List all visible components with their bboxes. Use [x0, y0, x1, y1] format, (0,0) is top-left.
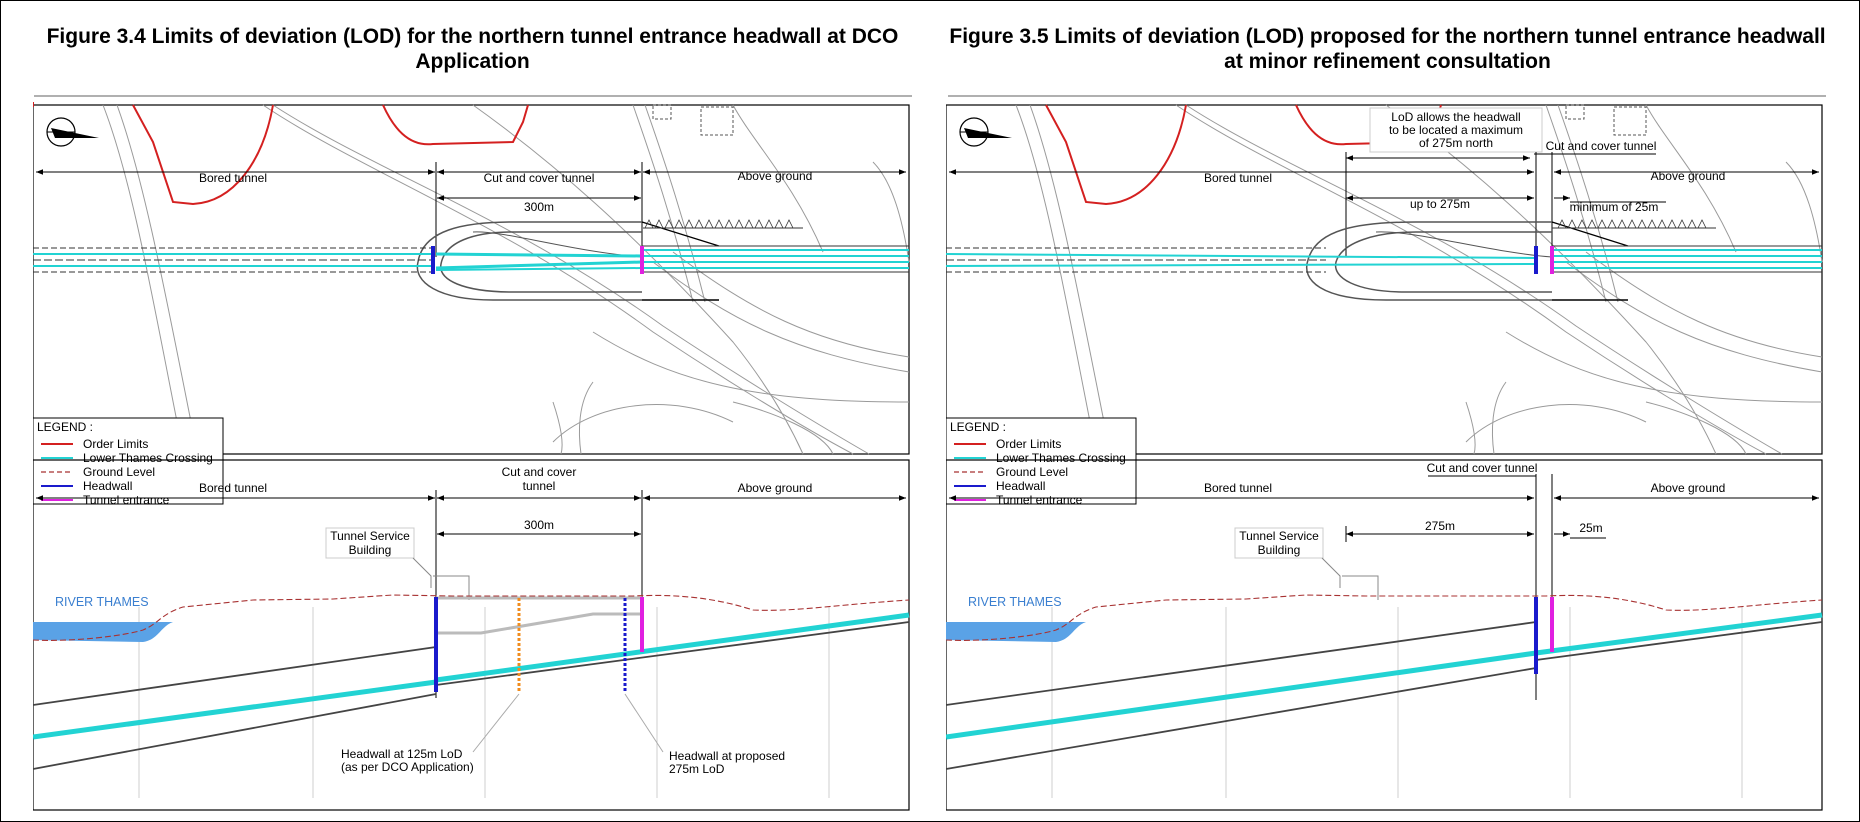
legend-label: Headwall: [83, 479, 132, 493]
legend-item-lower-thames-crossing: Lower Thames Crossing: [41, 451, 213, 465]
legend-label: Lower Thames Crossing: [996, 451, 1126, 465]
plan-dist-up-to-275m: up to 275m: [1410, 197, 1470, 211]
profile-crossing-line: [945, 650, 1537, 740]
plan-label-cut-cover: Cut and cover tunnel: [484, 171, 595, 185]
north-arrow-icon: [959, 117, 1012, 147]
river-thames: [946, 622, 1086, 642]
plan-view: Bored tunnel Cut and cover tunnel Above …: [32, 100, 910, 455]
tsb-label-line2: Building: [349, 543, 392, 557]
plan-dist-300m: 300m: [524, 200, 554, 214]
legend-label: Order Limits: [996, 437, 1061, 451]
river-thames-label: RIVER THAMES: [968, 595, 1062, 609]
legend-heading: LEGEND :: [950, 420, 1006, 434]
lod-note-line1: LoD allows the headwall: [1391, 110, 1520, 124]
plan-label-cut-cover: Cut and cover tunnel: [1546, 139, 1657, 153]
legend-heading: LEGEND :: [37, 420, 93, 434]
profile-label-cut-cover: Cut and cover tunnel: [1427, 461, 1538, 475]
north-arrow-icon: [46, 117, 99, 147]
legend-item-lower-thames-crossing: Lower Thames Crossing: [954, 451, 1126, 465]
road-linework: [102, 104, 910, 455]
legend: LEGEND : Order Limits Lower Thames Cross…: [945, 417, 1137, 507]
portal-loop: [416, 221, 642, 301]
legend-label: Tunnel entrance: [996, 493, 1083, 507]
legend: LEGEND : Order Limits Lower Thames Cross…: [32, 417, 224, 507]
legend-item-order-limits: Order Limits: [954, 437, 1061, 451]
figure-3-5: LoD allows the headwall to be located a …: [945, 102, 1826, 814]
figure-3-4-title: Figure 3.4 Limits of deviation (LOD) for…: [46, 25, 899, 73]
road-linework: [1015, 104, 1823, 455]
plan-tunnel-band: [945, 219, 1822, 274]
legend-item-headwall: Headwall: [41, 479, 132, 493]
plan-label-bored: Bored tunnel: [1204, 171, 1272, 185]
figure-3-4: Bored tunnel Cut and cover tunnel Above …: [32, 100, 913, 814]
tsb-label-line1: Tunnel Service: [330, 529, 410, 543]
plan-dist-min-25m: minimum of 25m: [1570, 200, 1659, 214]
legend-label: Headwall: [996, 479, 1045, 493]
building-outline: [1565, 104, 1647, 136]
legend-label: Order Limits: [83, 437, 148, 451]
profile-label-above: Above ground: [738, 481, 813, 495]
plan-view: LoD allows the headwall to be located a …: [945, 104, 1823, 455]
building-outline: [652, 104, 734, 136]
plan-label-above: Above ground: [1651, 169, 1726, 183]
callout-125m-line1: Headwall at 125m LoD: [341, 747, 463, 761]
profile-view: Bored tunnel Cut and cover tunnel Above …: [945, 459, 1823, 811]
figure-3-5-drawing: LoD allows the headwall to be located a …: [945, 104, 1823, 811]
legend-item-ground-level: Ground Level: [954, 465, 1068, 479]
river-thames-label: RIVER THAMES: [55, 595, 149, 609]
tsb-label-line1: Tunnel Service: [1239, 529, 1319, 543]
ground-level-line: [32, 594, 910, 641]
callout-275m-line2: 275m LoD: [669, 762, 725, 776]
plan-label-above: Above ground: [738, 169, 813, 183]
profile-label-above: Above ground: [1651, 481, 1726, 495]
legend-item-headwall: Headwall: [954, 479, 1045, 493]
profile-crossing-line: [32, 679, 437, 740]
figure-3-4-drawing: Bored tunnel Cut and cover tunnel Above …: [32, 100, 910, 811]
legend-label: Tunnel entrance: [83, 493, 170, 507]
legend-label: Ground Level: [996, 465, 1068, 479]
profile-label-cut-cover-line1: Cut and cover: [502, 465, 577, 479]
portal-loop: [1306, 221, 1552, 301]
river-thames: [33, 622, 173, 642]
lod-note-line3: of 275m north: [1419, 136, 1493, 150]
tsb-label-line2: Building: [1258, 543, 1301, 557]
callout-275m-line1: Headwall at proposed: [669, 749, 785, 763]
profile-dist-300m: 300m: [524, 518, 554, 532]
legend-item-ground-level: Ground Level: [41, 465, 155, 479]
title-rule-left: [34, 95, 912, 97]
profile-view: Bored tunnel Cut and cover tunnel Above …: [32, 459, 910, 811]
order-limits-line: [32, 100, 529, 206]
legend-label: Ground Level: [83, 465, 155, 479]
legend-item-order-limits: Order Limits: [41, 437, 148, 451]
profile-dist-25m: 25m: [1579, 521, 1602, 535]
profile-dist-275m: 275m: [1425, 519, 1455, 533]
legend-label: Lower Thames Crossing: [83, 451, 213, 465]
profile-label-bored: Bored tunnel: [199, 481, 267, 495]
profile-label-bored: Bored tunnel: [1204, 481, 1272, 495]
title-rule-right: [948, 95, 1826, 97]
figure-3-5-title: Figure 3.5 Limits of deviation (LOD) pro…: [949, 25, 1826, 73]
plan-tunnel-band: [33, 219, 909, 274]
ground-level-line: [945, 594, 1823, 641]
callout-125m-line2: (as per DCO Application): [341, 760, 474, 774]
profile-label-cut-cover-line2: tunnel: [523, 479, 556, 493]
plan-label-bored: Bored tunnel: [199, 171, 267, 185]
lod-note-line2: to be located a maximum: [1389, 123, 1523, 137]
